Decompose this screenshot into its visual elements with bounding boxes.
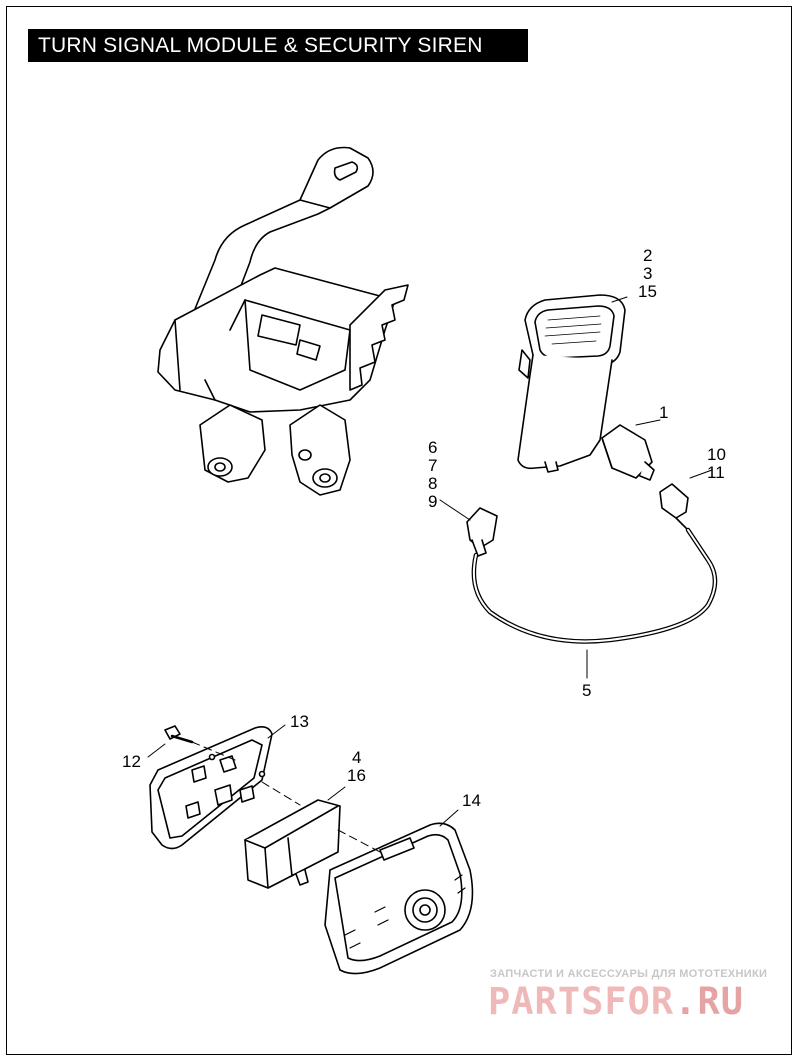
page-border bbox=[6, 6, 792, 1055]
mounting-plate-item-13 bbox=[149, 726, 273, 850]
callout-7: 7 bbox=[428, 456, 437, 475]
callout-14: 14 bbox=[462, 791, 481, 810]
page-title: TURN SIGNAL MODULE & SECURITY SIREN bbox=[28, 29, 528, 62]
callout-15: 15 bbox=[638, 282, 657, 301]
wiring-harness-item-5 bbox=[466, 483, 718, 644]
connector-item-1 bbox=[601, 424, 655, 481]
turn-signal-module bbox=[517, 294, 626, 473]
callout-2: 2 bbox=[643, 246, 652, 265]
callout-8: 8 bbox=[428, 474, 437, 493]
callout-labels: 2 3 15 1 6 7 8 9 10 11 5 13 12 4 16 14 bbox=[122, 246, 726, 810]
callout-6: 6 bbox=[428, 438, 437, 457]
callout-5: 5 bbox=[582, 681, 591, 700]
watermark-brand: PARTSFOR bbox=[488, 980, 675, 1023]
callout-9: 9 bbox=[428, 492, 437, 511]
callout-13: 13 bbox=[290, 712, 309, 731]
page-title-text: TURN SIGNAL MODULE & SECURITY SIREN bbox=[38, 33, 483, 57]
callout-11: 11 bbox=[707, 463, 725, 482]
callout-1: 1 bbox=[659, 403, 668, 422]
callout-10: 10 bbox=[707, 445, 726, 464]
watermark-tagline: ЗАПЧАСТИ И АКСЕССУАРЫ ДЛЯ МОТОТЕХНИКИ bbox=[490, 968, 768, 980]
watermark-logo: PARTSFOR.RU bbox=[488, 980, 744, 1023]
callout-3: 3 bbox=[643, 264, 652, 283]
siren-module-item-4 bbox=[244, 799, 341, 889]
callout-4: 4 bbox=[352, 748, 361, 767]
callout-12: 12 bbox=[122, 752, 141, 771]
watermark-domain: .RU bbox=[674, 980, 745, 1023]
callout-16: 16 bbox=[347, 766, 366, 785]
screw-item-12 bbox=[164, 725, 194, 744]
siren-cover-item-14 bbox=[324, 822, 474, 975]
mounting-bracket bbox=[157, 146, 409, 496]
